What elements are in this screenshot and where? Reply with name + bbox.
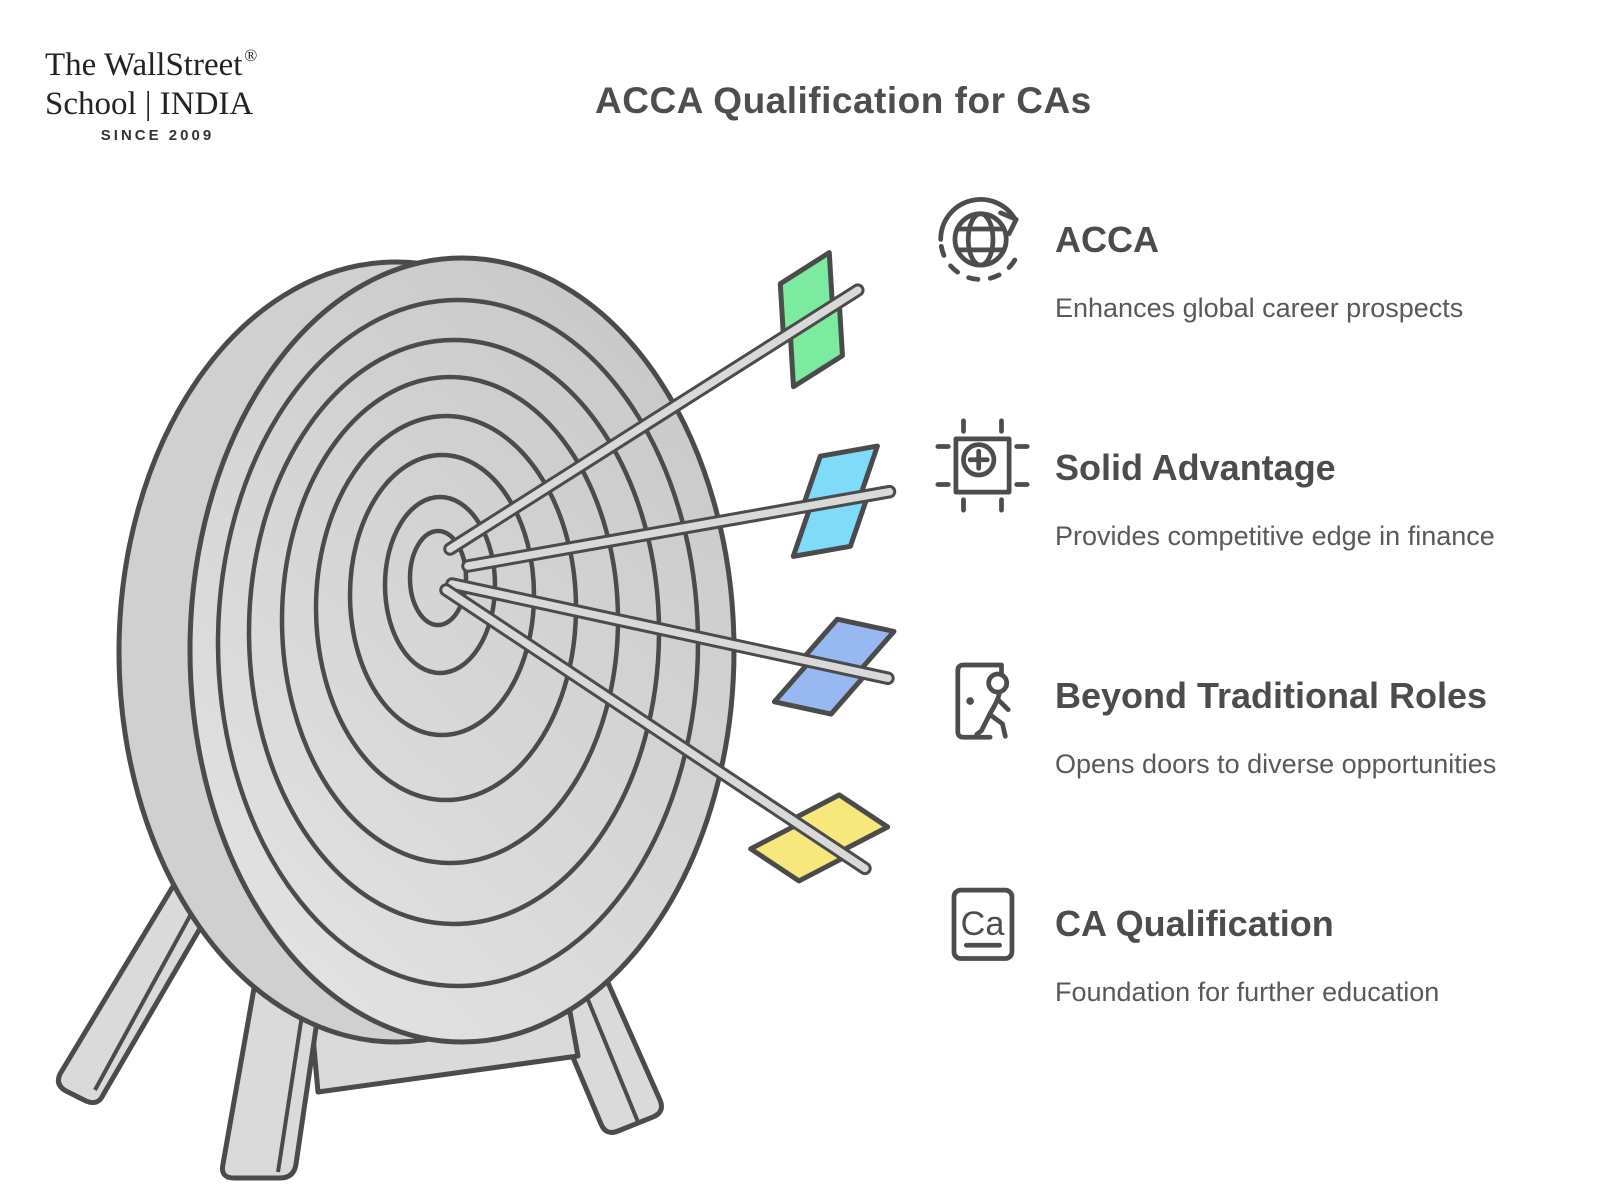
item-subtitle: Opens doors to diverse opportunities (1055, 749, 1497, 779)
ca-element-icon: Ca (935, 874, 1030, 969)
list-item-text: Solid Advantage Provides competitive edg… (1055, 418, 1495, 550)
page-title: ACCA Qualification for CAs (595, 80, 1092, 121)
benefit-list: ACCA Enhances global career prospects So… (935, 190, 1555, 1102)
board-ring-6 (382, 494, 498, 676)
list-item-text: Beyond Traditional Roles Opens doors to … (1055, 646, 1496, 778)
logo-line2: School | INDIA (45, 86, 254, 122)
arrow-cyan (461, 443, 897, 573)
registered-mark: ® (244, 46, 258, 65)
arrow-cyan-shaft-fill (464, 487, 894, 570)
item-title: Beyond Traditional Roles (1055, 675, 1488, 716)
globe-icon (935, 190, 1030, 285)
list-item-text: CA Qualification Foundation for further … (1055, 874, 1439, 1006)
item-title: CA Qualification (1055, 903, 1334, 944)
focus-frame-icon (935, 418, 1030, 513)
item-subtitle: Provides competitive edge in finance (1055, 521, 1495, 551)
item-subtitle: Foundation for further education (1055, 977, 1440, 1007)
item-subtitle: Enhances global career prospects (1055, 293, 1464, 323)
item-title: Solid Advantage (1055, 447, 1336, 488)
list-item-solid-advantage: Solid Advantage Provides competitive edg… (935, 418, 1555, 550)
list-item-ca-qualification: Ca CA Qualification Foundation for furth… (935, 874, 1555, 1006)
arrow-yellow (439, 583, 891, 884)
list-item-text: ACCA Enhances global career prospects (1055, 190, 1463, 322)
logo-line1: The WallStreet® (45, 36, 285, 85)
list-item-acca: ACCA Enhances global career prospects (935, 190, 1555, 322)
logo-since: SINCE 2009 (100, 127, 215, 144)
arrow-green-shaft-fill (446, 286, 862, 553)
target-with-arrows-illustration (56, 250, 897, 1181)
arrow-blue-shaft-fill (448, 580, 892, 683)
arrow-green (443, 250, 865, 556)
target-board (116, 255, 737, 1045)
item-title: ACCA (1055, 219, 1159, 260)
arrow-blue (445, 577, 897, 717)
board-bullseye (407, 528, 469, 628)
wallstreet-school-logo: The WallStreet® School | INDIA SINCE 200… (45, 36, 285, 144)
ca-element-text: Ca (961, 905, 1006, 943)
list-item-beyond-roles: Beyond Traditional Roles Opens doors to … (935, 646, 1555, 778)
logo-line1-text: The WallStreet (45, 47, 243, 83)
door-exit-icon (935, 646, 1030, 741)
arrow-yellow-shaft-fill (442, 586, 869, 873)
